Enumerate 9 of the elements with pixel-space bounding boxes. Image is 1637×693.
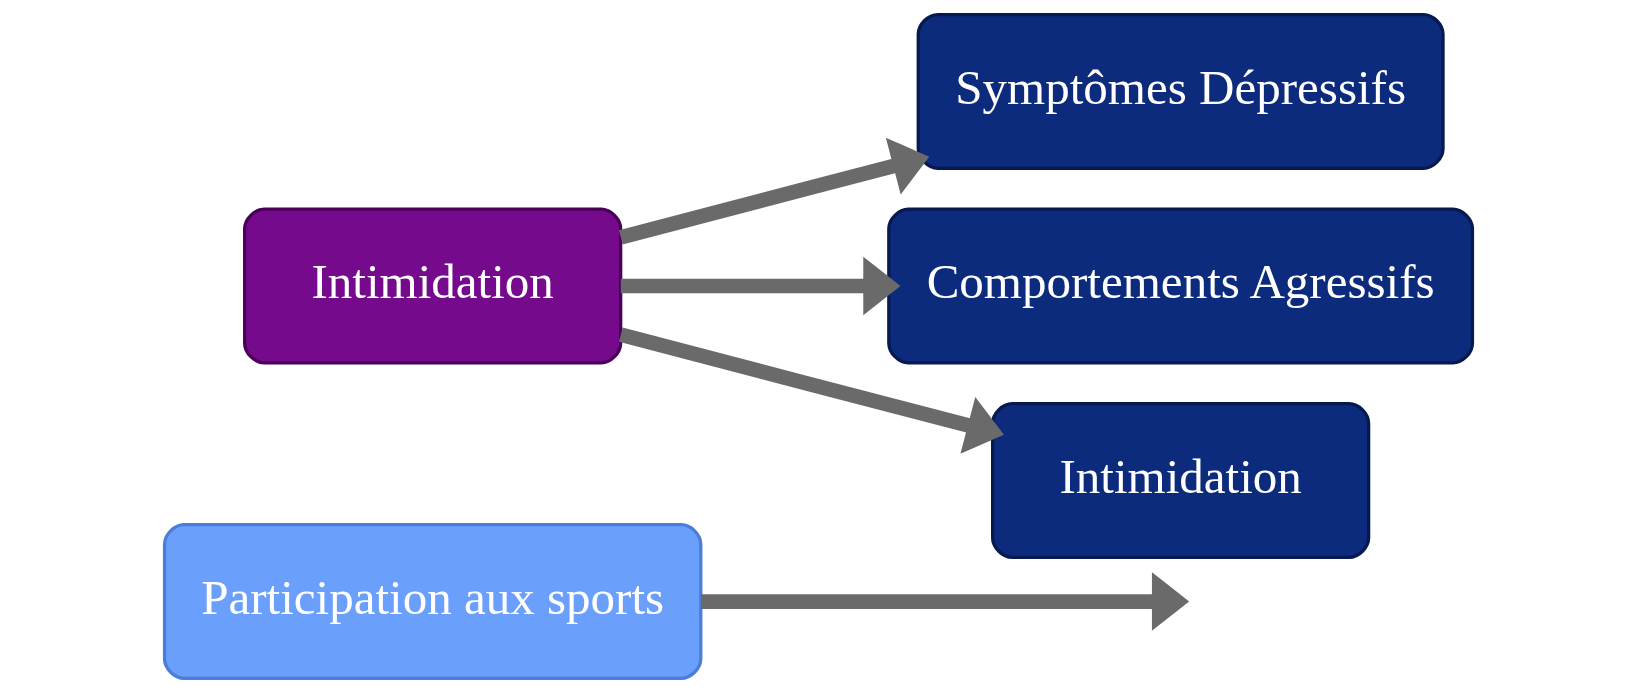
node-box: Participation aux sports [162,523,703,680]
arrow [620,256,901,316]
arrow [618,327,1004,454]
arrow [701,572,1190,631]
arrow [618,137,930,245]
node-box: Intimidation [243,207,623,365]
node-box: Intimidation [991,402,1371,560]
node-box: Symptômes Dépressifs [916,13,1445,170]
node-box: Comportements Agressifs [887,207,1475,365]
